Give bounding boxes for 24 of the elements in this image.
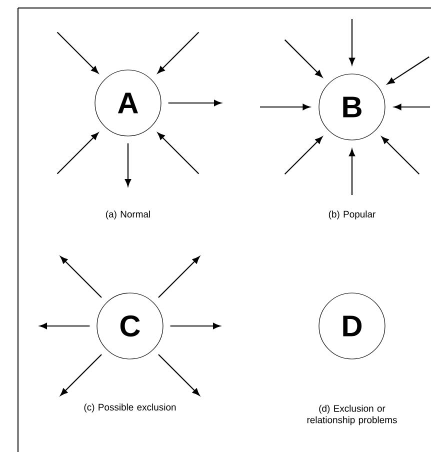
arrow (284, 136, 322, 175)
arrow (394, 104, 430, 110)
arrow (170, 322, 220, 330)
arrow (158, 132, 200, 174)
arrow (158, 32, 200, 74)
arrow (40, 322, 90, 330)
panel-caption: (a) Normal (106, 210, 150, 220)
arrow (348, 148, 356, 195)
arrow (168, 100, 222, 106)
arrow (387, 56, 430, 84)
arrow (56, 32, 98, 74)
arrow (382, 136, 420, 175)
panel-caption: (d) Exclusion or relationship problems (307, 404, 397, 426)
arrow (124, 143, 132, 186)
arrow (158, 354, 200, 396)
arrow (60, 354, 102, 396)
panel-caption: (c) Possible exclusion (84, 404, 176, 412)
arrow (158, 256, 200, 298)
arrow (60, 256, 102, 298)
arrow (56, 132, 98, 174)
arrow (284, 39, 322, 78)
arrow (260, 104, 310, 110)
panel-caption: (b) Popular (328, 210, 376, 220)
arrow (348, 19, 356, 66)
